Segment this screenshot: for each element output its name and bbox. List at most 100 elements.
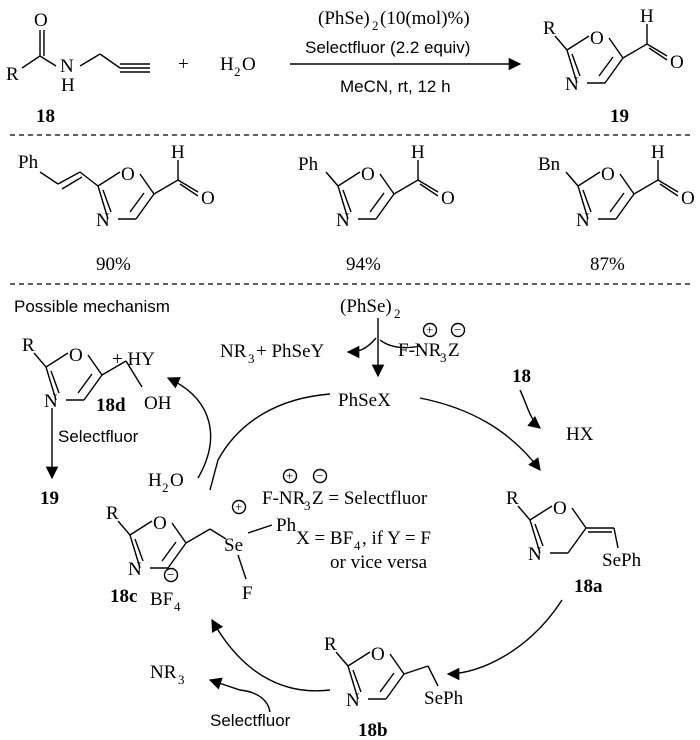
svg-text:F-NR: F-NR (398, 340, 442, 361)
svg-text:3: 3 (178, 672, 185, 687)
substrate-18-in: 18 (512, 366, 531, 387)
amide-nitrogen: N (60, 56, 74, 77)
compound-label-18a: 18a (574, 576, 603, 597)
svg-text:F: F (242, 583, 253, 604)
svg-text:3: 3 (440, 350, 447, 365)
example-styryl-oxazole: Ph O N H O 90% (18, 142, 215, 275)
svg-text:N: N (346, 690, 360, 711)
nr3-byproduct: NR 3 (150, 662, 185, 687)
svg-text:O: O (170, 470, 184, 491)
svg-text:O: O (69, 345, 83, 366)
yield-94: 94% (346, 254, 381, 275)
svg-text:BF: BF (150, 589, 173, 610)
svg-text:NR: NR (150, 662, 177, 683)
svg-text:(PhSe): (PhSe) (318, 8, 370, 29)
byproduct-nr3-phsey: NR 3 + PhSeY (220, 341, 325, 366)
hx-byproduct: HX (566, 424, 594, 445)
counterion-definition: X = BF 4 , if Y = F or vice versa (296, 528, 431, 573)
svg-text:Bn: Bn (538, 154, 561, 175)
svg-text:3: 3 (304, 498, 311, 513)
svg-text:Z: Z (448, 340, 460, 361)
svg-text:2: 2 (372, 18, 379, 33)
svg-text:O: O (670, 52, 684, 73)
example-benzyl-oxazole: Bn O N H O 87% (538, 142, 695, 275)
svg-text:+ PhSeY: + PhSeY (256, 341, 325, 362)
reaction-conditions: (PhSe) 2 (10(mol)%) Selectfluor (2.2 equ… (305, 8, 470, 96)
cycle-arc-bottom-right (446, 599, 563, 681)
svg-text:SePh: SePh (424, 688, 464, 709)
phsex-intermediate: PhSeX (338, 390, 391, 411)
svg-text:R: R (506, 488, 519, 509)
arrow-to-18d (166, 377, 212, 479)
svg-text:O: O (441, 188, 455, 209)
hy-byproduct: + HY (112, 349, 155, 370)
svg-text:N: N (565, 74, 579, 95)
plus-sign: + (178, 54, 189, 75)
svg-text:−: − (454, 322, 461, 337)
svg-text:R: R (324, 634, 337, 655)
product-oxazole-19: R O N H O 19 (543, 6, 684, 127)
compound-label-18b: 18b (358, 720, 388, 740)
svg-text:SePh: SePh (602, 550, 642, 571)
svg-text:H: H (651, 142, 665, 163)
svg-text:4: 4 (354, 538, 361, 553)
svg-text:, if Y = F: , if Y = F (362, 528, 431, 549)
compound-label-18c: 18c (110, 586, 137, 607)
svg-text:O: O (371, 644, 385, 665)
svg-text:R: R (22, 335, 35, 356)
svg-text:O: O (121, 164, 135, 185)
svg-text:MeCN, rt, 12 h: MeCN, rt, 12 h (340, 77, 451, 96)
cycle-arc-left (209, 393, 331, 491)
svg-text:(10(mol)%): (10(mol)%) (380, 8, 470, 29)
svg-text:N: N (128, 559, 142, 580)
svg-text:Ph: Ph (298, 154, 319, 175)
yield-87: 87% (590, 254, 625, 275)
svg-text:4: 4 (174, 599, 181, 614)
svg-text:Z = Selectfluor: Z = Selectfluor (312, 488, 428, 509)
svg-text:O: O (601, 164, 615, 185)
svg-text:R: R (106, 503, 119, 524)
svg-text:O: O (590, 28, 604, 49)
svg-text:N: N (44, 391, 58, 412)
svg-text:O: O (201, 188, 215, 209)
svg-text:N: N (576, 210, 590, 231)
svg-text:2: 2 (234, 64, 241, 79)
svg-text:2: 2 (162, 480, 169, 495)
svg-text:3: 3 (248, 351, 255, 366)
diphenyl-diselenide: (PhSe) 2 (340, 296, 401, 321)
cycle-arc-bottom-left (211, 618, 331, 692)
svg-text:or vice versa: or vice versa (330, 552, 428, 573)
svg-text:O: O (553, 498, 567, 519)
r-group: R (6, 64, 19, 85)
water-reagent: H 2 O (220, 54, 256, 79)
selectfluor-definition: + − F-NR 3 Z = Selectfluor (262, 468, 428, 513)
arrow-selectfluor-in (379, 339, 421, 349)
arrow-hx-out (519, 389, 541, 429)
alcohol-18d: R O N + HY OH 18d (22, 335, 172, 416)
final-product-19: 19 (40, 488, 59, 509)
svg-text:+: + (426, 322, 433, 337)
cycle-arc-right (419, 397, 541, 472)
svg-text:H: H (411, 142, 425, 163)
alkenyl-selenide-18a: R O N SePh 18a (506, 488, 642, 597)
svg-text:O: O (361, 164, 375, 185)
svg-text:O: O (242, 54, 256, 75)
svg-text:OH: OH (144, 393, 172, 414)
alkyl-selenide-18b: R O N SePh 18b (324, 634, 464, 740)
svg-text:Ph: Ph (18, 152, 39, 173)
svg-text:F-NR: F-NR (262, 488, 306, 509)
compound-label-18: 18 (36, 106, 55, 127)
selectfluor-oxidant: Selectfluor (58, 427, 139, 446)
svg-text:Selectfluor (2.2 equiv): Selectfluor (2.2 equiv) (305, 38, 470, 57)
carbonyl-oxygen: O (34, 10, 48, 31)
svg-text:H: H (171, 142, 185, 163)
starting-amide-18: R O N H 18 (6, 10, 150, 127)
svg-text:(PhSe): (PhSe) (340, 296, 392, 317)
svg-text:−: − (167, 567, 174, 582)
mechanism-heading: Possible mechanism (14, 297, 170, 316)
arrow-phsey-out (346, 337, 377, 359)
compound-label-19: 19 (610, 106, 629, 127)
selenonium-18c: R O N Se + Ph F 18c BF 4 − (106, 499, 297, 614)
svg-text:O: O (153, 513, 167, 534)
